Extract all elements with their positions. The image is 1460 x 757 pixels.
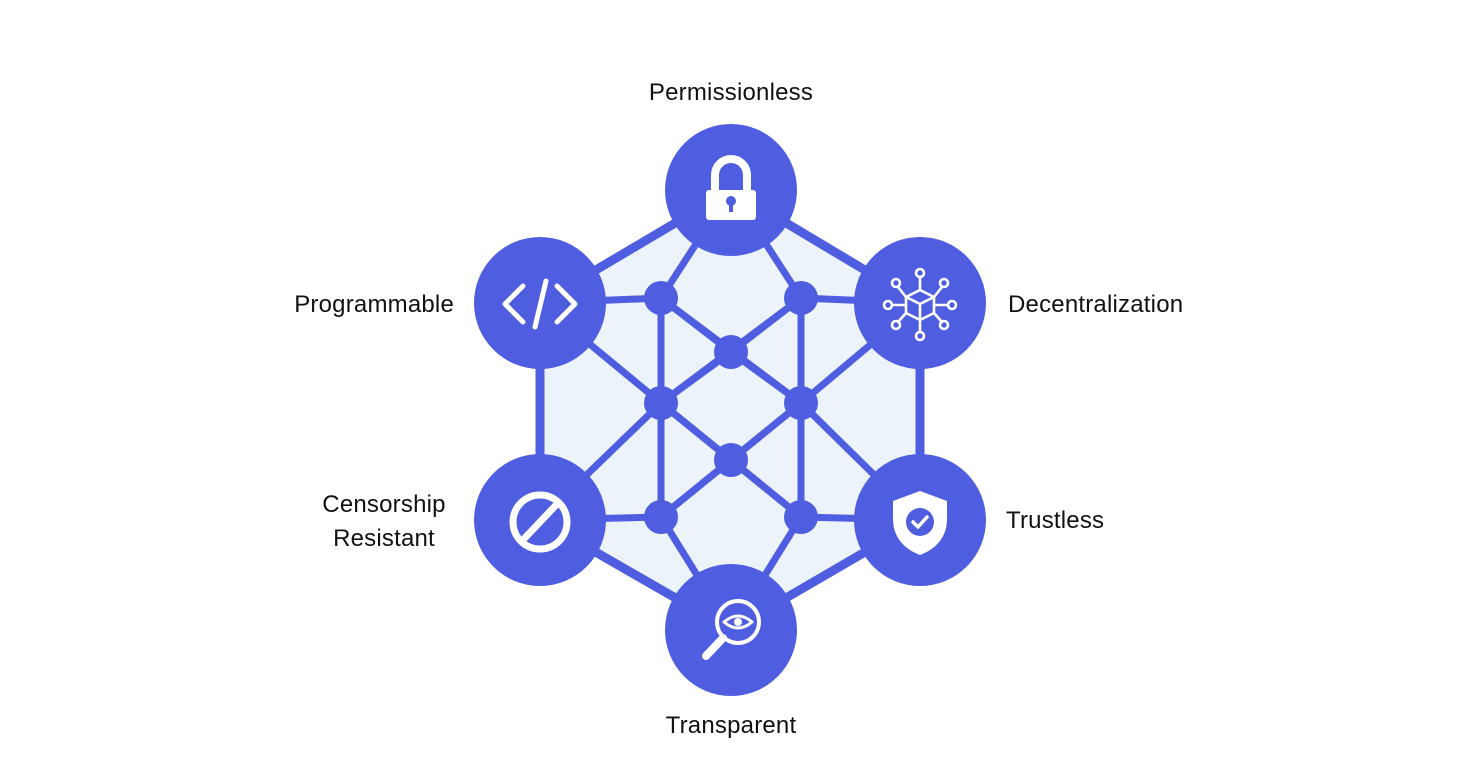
network-node (644, 500, 678, 534)
feature-node-decentralization (854, 237, 986, 369)
label-trustless: Trustless (1006, 507, 1105, 534)
network-node (644, 281, 678, 315)
feature-node-censorship-resistant (474, 454, 606, 586)
network-node (714, 335, 748, 369)
label-transparent: Transparent (665, 712, 797, 739)
network-node (714, 443, 748, 477)
label-censorship-resistant: Censorship Resistant (294, 488, 474, 556)
network-node (784, 281, 818, 315)
magnifier-eye-icon (702, 599, 761, 660)
network-nodes (644, 281, 818, 534)
network-cube-icon (882, 267, 958, 342)
label-censorship-line-2: Resistant (333, 525, 435, 552)
lock-icon (706, 155, 756, 220)
network-node (784, 386, 818, 420)
feature-node-programmable (474, 237, 606, 369)
label-censorship-line-1: Censorship (322, 491, 446, 518)
hexagon-fill (540, 190, 920, 630)
code-icon (502, 278, 578, 330)
network-node (644, 386, 678, 420)
feature-node-transparent (665, 564, 797, 696)
prohibited-icon (509, 491, 571, 553)
network-node (784, 500, 818, 534)
shield-check-icon (893, 491, 947, 555)
label-decentralization: Decentralization (1008, 291, 1184, 318)
label-permissionless: Permissionless (648, 79, 814, 106)
label-programmable: Programmable (294, 291, 454, 318)
feature-node-permissionless (665, 124, 797, 256)
feature-node-trustless (854, 454, 986, 586)
